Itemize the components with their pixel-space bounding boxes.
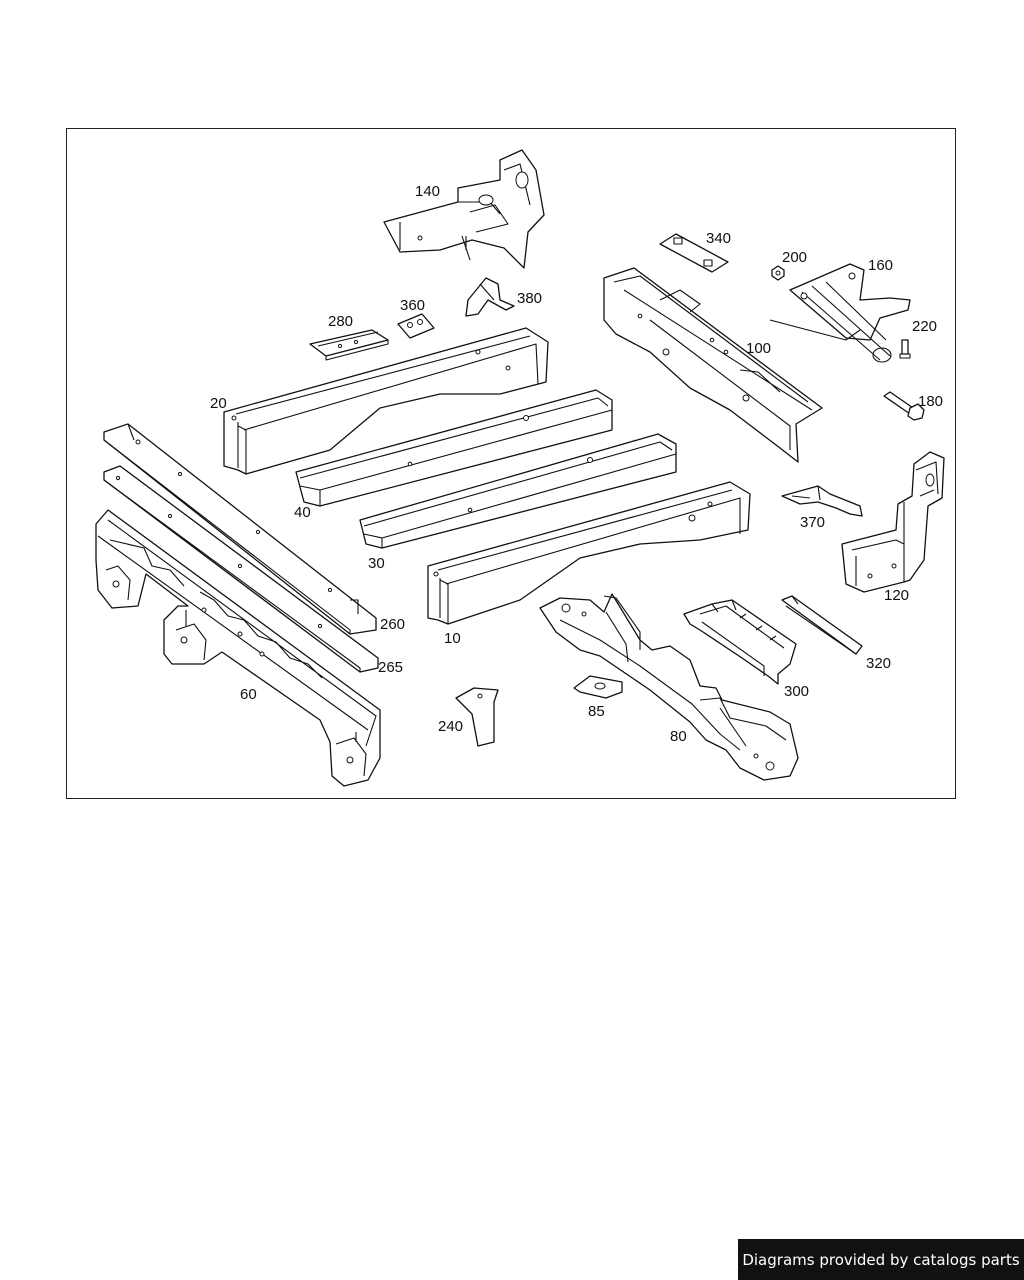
callout-370: 370 bbox=[800, 514, 825, 531]
part-40 bbox=[295, 389, 613, 507]
part-320 bbox=[781, 595, 863, 655]
part-30 bbox=[359, 433, 677, 549]
part-85 bbox=[573, 675, 623, 699]
part-370 bbox=[781, 485, 863, 517]
callout-300: 300 bbox=[784, 683, 809, 700]
callout-220: 220 bbox=[912, 318, 937, 335]
callout-10: 10 bbox=[444, 630, 461, 647]
part-10 bbox=[427, 481, 751, 625]
part-80 bbox=[539, 593, 799, 781]
callout-30: 30 bbox=[368, 555, 385, 572]
part-160 bbox=[769, 263, 911, 363]
callout-320: 320 bbox=[866, 655, 891, 672]
callout-20: 20 bbox=[210, 395, 227, 412]
callout-140: 140 bbox=[415, 183, 440, 200]
part-140 bbox=[383, 149, 545, 269]
callout-340: 340 bbox=[706, 230, 731, 247]
part-260 bbox=[103, 423, 377, 635]
part-200 bbox=[771, 265, 785, 281]
footer-credit-badge: Diagrams provided by catalogs parts bbox=[738, 1239, 1024, 1280]
part-265 bbox=[103, 465, 379, 673]
callout-160: 160 bbox=[868, 257, 893, 274]
callout-80: 80 bbox=[670, 728, 687, 745]
part-120 bbox=[841, 451, 945, 593]
callout-40: 40 bbox=[294, 504, 311, 521]
callout-240: 240 bbox=[438, 718, 463, 735]
callout-100: 100 bbox=[746, 340, 771, 357]
callout-280: 280 bbox=[328, 313, 353, 330]
part-60 bbox=[95, 509, 381, 787]
callout-265: 265 bbox=[378, 659, 403, 676]
part-180 bbox=[883, 391, 925, 421]
part-240 bbox=[455, 687, 499, 747]
part-300 bbox=[683, 599, 797, 685]
part-20 bbox=[223, 327, 549, 475]
callout-60: 60 bbox=[240, 686, 257, 703]
callout-260: 260 bbox=[380, 616, 405, 633]
part-380 bbox=[465, 277, 515, 317]
callout-360: 360 bbox=[400, 297, 425, 314]
callout-380: 380 bbox=[517, 290, 542, 307]
part-340 bbox=[659, 233, 729, 273]
callout-120: 120 bbox=[884, 587, 909, 604]
part-280 bbox=[309, 329, 389, 361]
callout-200: 200 bbox=[782, 249, 807, 266]
part-360 bbox=[397, 313, 435, 339]
part-220 bbox=[899, 339, 911, 359]
part-100 bbox=[603, 267, 823, 463]
callout-180: 180 bbox=[918, 393, 943, 410]
callout-85: 85 bbox=[588, 703, 605, 720]
